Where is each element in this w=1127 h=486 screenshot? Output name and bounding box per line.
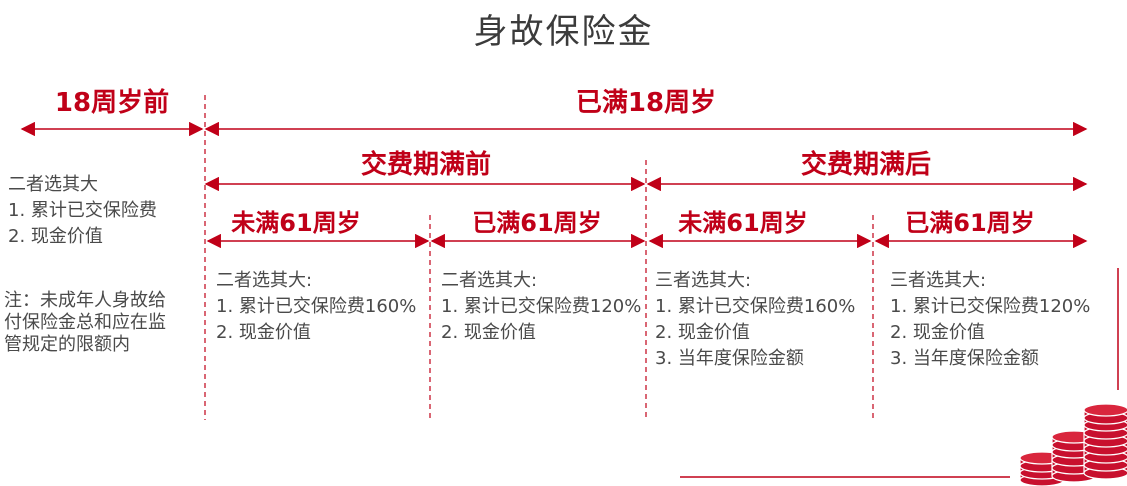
subheader-3: 未满61周岁 (678, 209, 808, 237)
column-3-item-2: 2. 现金价值 (655, 322, 750, 343)
column-3-item-3: 3. 当年度保险金额 (655, 348, 804, 369)
coin-stacks-icon (1019, 403, 1127, 486)
column-1-item-1: 1. 累计已交保险费160% (216, 296, 417, 317)
header-after18: 已满18周岁 (575, 88, 717, 118)
column-4-item-3: 3. 当年度保险金额 (890, 348, 1039, 369)
column-2: 二者选其大: 1. 累计已交保险费120% 2. 现金价值 (441, 268, 641, 346)
subheader-1: 未满61周岁 (231, 209, 361, 237)
header-after-payment-end: 交费期满后 (800, 150, 931, 180)
column-4: 三者选其大: 1. 累计已交保险费120% 2. 现金价值 3. 当年度保险金额 (890, 268, 1090, 372)
column-3-title: 三者选其大: (655, 270, 752, 291)
left-block-title: 二者选其大 (8, 174, 98, 195)
page-title: 身故保险金 (473, 12, 654, 52)
column-2-item-1: 1. 累计已交保险费120% (441, 296, 642, 317)
left-block: 二者选其大 1. 累计已交保险费 2. 现金价值 (8, 172, 157, 250)
column-1: 二者选其大: 1. 累计已交保险费160% 2. 现金价值 (216, 268, 416, 346)
column-4-title: 三者选其大: (890, 270, 987, 291)
column-2-title: 二者选其大: (441, 270, 538, 291)
header-before18: 18周岁前 (54, 88, 170, 118)
column-1-title: 二者选其大: (216, 270, 313, 291)
column-3: 三者选其大: 1. 累计已交保险费160% 2. 现金价值 3. 当年度保险金额 (655, 268, 855, 372)
left-block-note: 注：未成年人身故给付保险金总和应在监管规定的限额内 (4, 290, 166, 355)
subheader-4: 已满61周岁 (905, 209, 1035, 237)
column-2-item-2: 2. 现金价值 (441, 322, 536, 343)
left-block-item-2: 2. 现金价值 (8, 226, 103, 247)
column-4-item-2: 2. 现金价值 (890, 322, 985, 343)
column-3-item-1: 1. 累计已交保险费160% (655, 296, 856, 317)
subheader-2: 已满61周岁 (472, 209, 602, 237)
column-1-item-2: 2. 现金价值 (216, 322, 311, 343)
column-4-item-1: 1. 累计已交保险费120% (890, 296, 1091, 317)
header-before-payment-end: 交费期满前 (360, 150, 491, 180)
left-block-item-1: 1. 累计已交保险费 (8, 200, 157, 221)
